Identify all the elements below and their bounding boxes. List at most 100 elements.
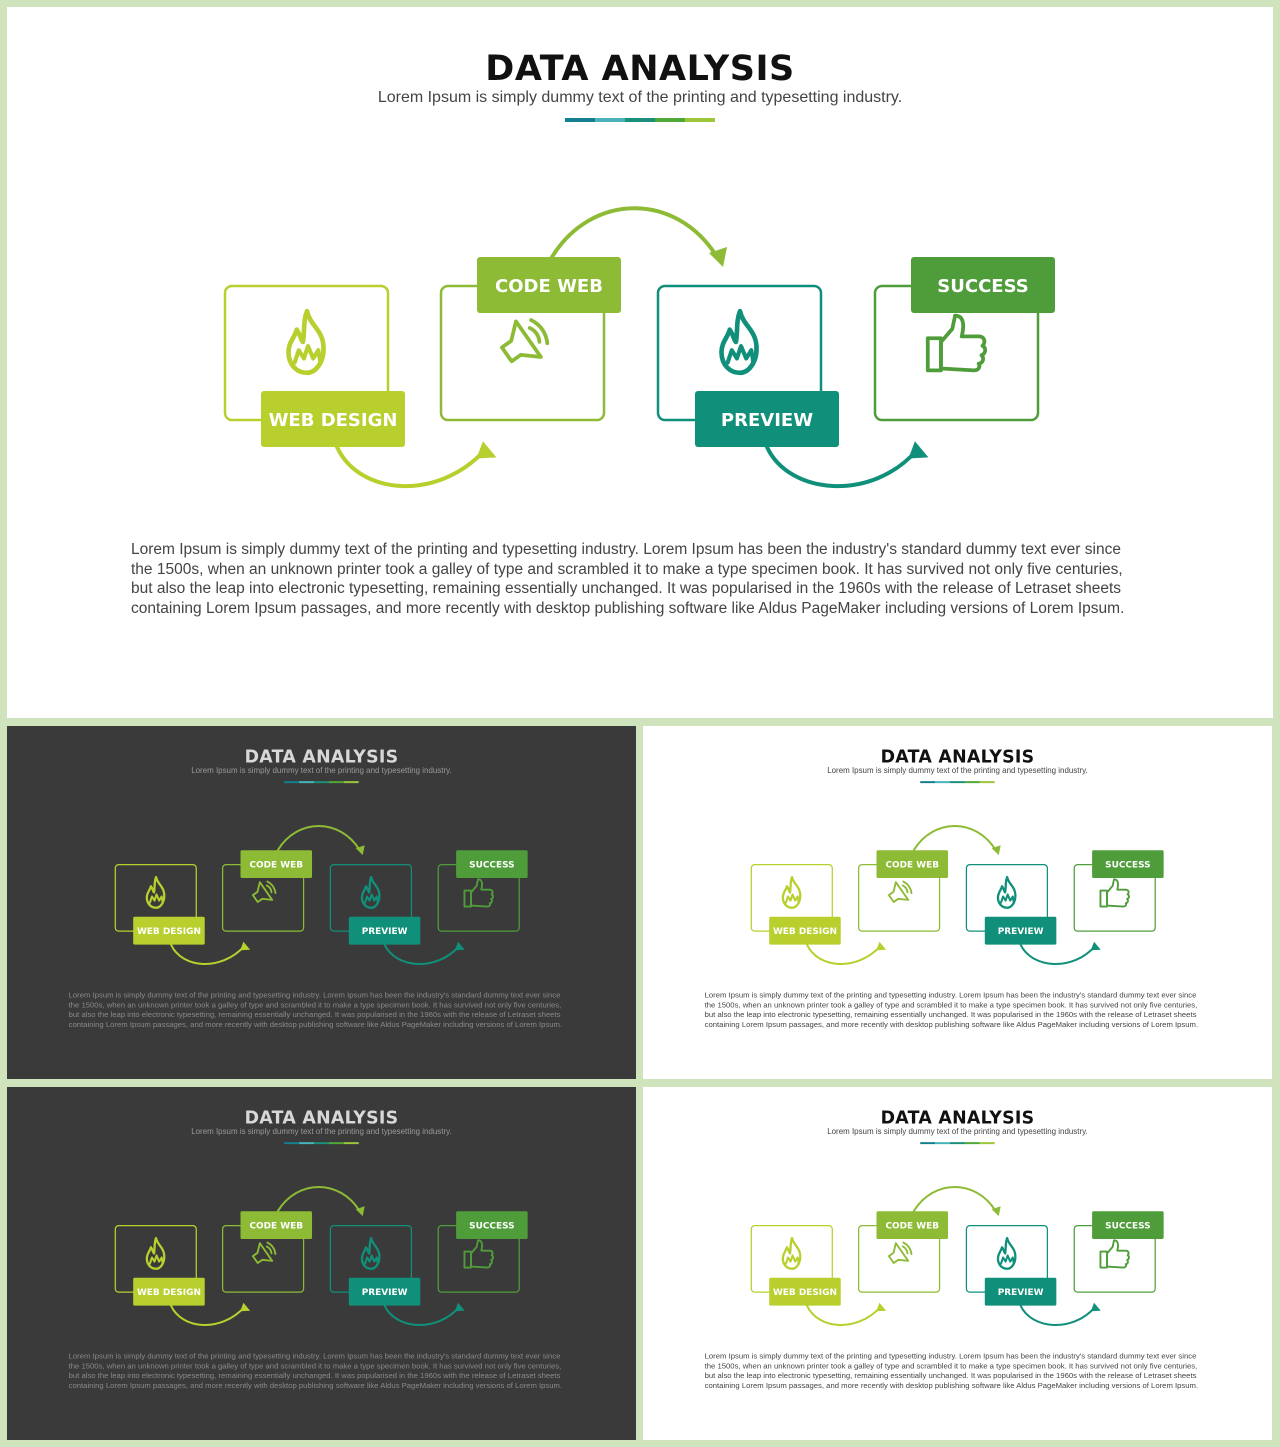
- slide-thumbnail-light-1[interactable]: DATA ANALYSIS Lorem Ipsum is simply dumm…: [643, 726, 1272, 1079]
- connector-arrow: [276, 825, 361, 852]
- speaker-icon: [494, 312, 554, 372]
- step-label-tag: [984, 1277, 1057, 1306]
- process-step: SUCCESS: [437, 850, 528, 932]
- flame-icon: [145, 875, 166, 909]
- step-label-tag: [876, 850, 949, 879]
- step-label-tag: [240, 850, 313, 879]
- accent-segment: [284, 781, 300, 784]
- step-label-tag: [876, 1211, 949, 1240]
- body-paragraph: Lorem Ipsum is simply dummy text of the …: [68, 1352, 563, 1390]
- arrowhead: [454, 1302, 465, 1312]
- step-label-tag: [133, 916, 205, 945]
- slide-large-light[interactable]: DATA ANALYSIS Lorem Ipsum is simply dumm…: [7, 7, 1273, 718]
- process-step: WEB DESIGN: [750, 1224, 841, 1306]
- slide-content: DATA ANALYSIS Lorem Ipsum is simply dumm…: [7, 1087, 636, 1440]
- process-step: CODE WEB: [857, 1211, 949, 1293]
- connector-arrow: [1019, 943, 1097, 965]
- step-label: WEB DESIGN: [773, 1288, 837, 1298]
- arrowhead: [709, 247, 727, 267]
- process-step: SUCCESS: [1073, 1211, 1164, 1293]
- arrowhead: [991, 845, 1001, 856]
- slide-thumbnail-dark-1[interactable]: DATA ANALYSIS Lorem Ipsum is simply dumm…: [7, 726, 636, 1079]
- accent-segment: [284, 1142, 300, 1145]
- step-label: SUCCESS: [1105, 861, 1150, 871]
- connector-arrow: [276, 1186, 361, 1213]
- page-title: DATA ANALYSIS: [880, 746, 1035, 767]
- step-label: WEB DESIGN: [137, 927, 201, 937]
- process-step: CODE WEB: [221, 850, 313, 932]
- step-label-tag: [240, 1211, 313, 1240]
- page-subtitle: Lorem Ipsum is simply dummy text of the …: [191, 1127, 452, 1137]
- step-label-tag: [477, 257, 621, 313]
- step-label: CODE WEB: [885, 861, 939, 871]
- step-label: CODE WEB: [249, 1222, 303, 1232]
- step-label: PREVIEW: [721, 410, 813, 431]
- step-label-tag: [456, 850, 528, 879]
- accent-segment: [299, 1142, 315, 1145]
- step-label-tag: [911, 257, 1055, 313]
- process-diagram: WEB DESIGN CODE WEB PREVIEW SUCCESS: [114, 825, 528, 965]
- page-title: DATA ANALYSIS: [880, 1107, 1035, 1128]
- speaker-icon: [248, 1237, 280, 1270]
- step-label: WEB DESIGN: [773, 927, 837, 937]
- step-label: SUCCESS: [469, 861, 514, 871]
- connector-arrow: [765, 445, 919, 489]
- accent-segment: [625, 118, 655, 122]
- process-step: WEB DESIGN: [114, 863, 205, 945]
- accent-segment: [979, 781, 995, 784]
- flame-icon: [360, 1236, 381, 1270]
- process-step: SUCCESS: [1073, 850, 1164, 932]
- step-label-tag: [769, 1277, 841, 1306]
- connector-arrow: [912, 825, 997, 852]
- step-label: WEB DESIGN: [269, 410, 398, 431]
- accent-segment: [964, 1142, 980, 1145]
- process-diagram: WEB DESIGN CODE WEB PREVIEW SUCCESS: [750, 1186, 1164, 1326]
- body-paragraph: Lorem Ipsum is simply dummy text of the …: [131, 541, 1125, 617]
- connector-arrow: [1019, 1304, 1097, 1326]
- page-subtitle: Lorem Ipsum is simply dummy text of the …: [827, 766, 1088, 776]
- page-subtitle: Lorem Ipsum is simply dummy text of the …: [191, 766, 452, 776]
- accent-segment: [950, 781, 965, 784]
- process-step: SUCCESS: [873, 257, 1055, 422]
- connector-arrow: [805, 1304, 882, 1326]
- step-label-tag: [133, 1277, 205, 1306]
- slide-content: DATA ANALYSIS Lorem Ipsum is simply dumm…: [7, 7, 1273, 718]
- thumbs-up-icon: [1099, 1239, 1130, 1269]
- speaker-icon: [884, 876, 916, 909]
- thumbs-up-icon: [928, 316, 985, 371]
- process-step: PREVIEW: [329, 863, 421, 945]
- accent-segment: [935, 781, 951, 784]
- step-label: WEB DESIGN: [137, 1288, 201, 1298]
- arrowhead: [876, 941, 887, 951]
- arrowhead: [454, 941, 465, 951]
- flame-icon: [996, 875, 1017, 909]
- page-title: DATA ANALYSIS: [244, 746, 399, 767]
- arrowhead: [355, 845, 365, 856]
- process-step: WEB DESIGN: [114, 1224, 205, 1306]
- accent-segment: [935, 1142, 951, 1145]
- step-label: PREVIEW: [362, 1288, 408, 1298]
- flame-icon: [145, 1236, 166, 1270]
- body-paragraph: Lorem Ipsum is simply dummy text of the …: [68, 991, 563, 1029]
- step-label: CODE WEB: [495, 276, 603, 297]
- step-label: CODE WEB: [249, 861, 303, 871]
- process-step: CODE WEB: [439, 257, 621, 422]
- slide-thumbnail-light-2[interactable]: DATA ANALYSIS Lorem Ipsum is simply dumm…: [643, 1087, 1272, 1440]
- thumbs-up-icon: [463, 1239, 494, 1269]
- step-label-tag: [695, 391, 839, 447]
- page-subtitle: Lorem Ipsum is simply dummy text of the …: [827, 1127, 1088, 1137]
- process-step: CODE WEB: [857, 850, 949, 932]
- flame-icon: [781, 875, 802, 909]
- accent-segment: [343, 1142, 359, 1145]
- accent-segment: [314, 781, 329, 784]
- accent-segment: [565, 118, 595, 122]
- process-step: PREVIEW: [329, 1224, 421, 1306]
- slide-thumbnail-dark-2[interactable]: DATA ANALYSIS Lorem Ipsum is simply dumm…: [7, 1087, 636, 1440]
- slide-content: DATA ANALYSIS Lorem Ipsum is simply dumm…: [643, 1087, 1272, 1440]
- step-label: PREVIEW: [998, 1288, 1044, 1298]
- process-step: WEB DESIGN: [750, 863, 841, 945]
- thumbs-up-icon: [463, 878, 494, 908]
- speaker-icon: [884, 1237, 916, 1270]
- accent-segment: [950, 1142, 965, 1145]
- process-step: PREVIEW: [965, 863, 1057, 945]
